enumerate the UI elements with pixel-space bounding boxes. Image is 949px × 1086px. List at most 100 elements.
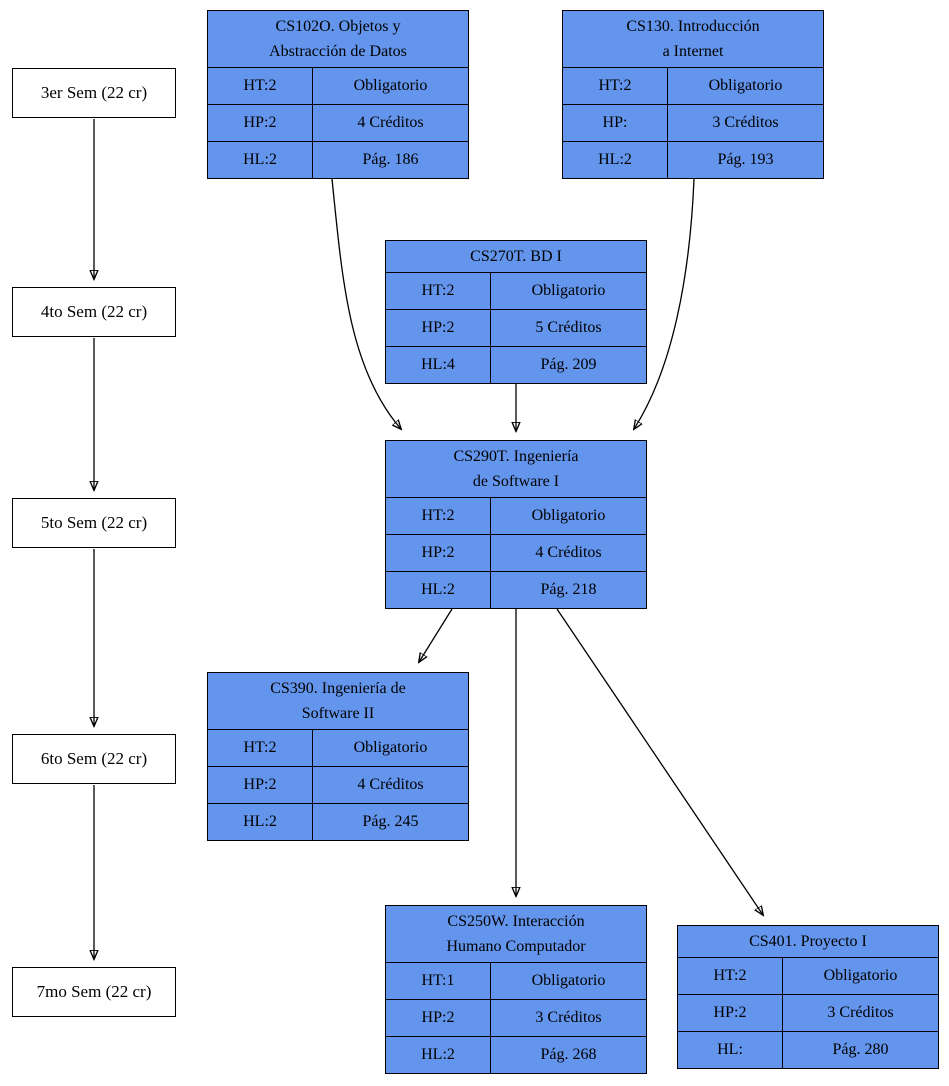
course-title-line: Humano Computador <box>446 938 586 955</box>
course-row: HT:2 Obligatorio <box>386 498 646 535</box>
course-title: CS290T. Ingeniería de Software I <box>386 441 646 498</box>
course-row: HL: Pág. 280 <box>678 1032 938 1068</box>
course-credits-cell: 4 Créditos <box>535 544 602 561</box>
course-card-cs102o: CS102O. Objetos y Abstracción de Datos H… <box>207 10 469 179</box>
course-hours-cell: HT:2 <box>208 730 313 766</box>
course-credits-cell: 4 Créditos <box>357 114 424 131</box>
course-card-cs390: CS390. Ingeniería de Software II HT:2 Ob… <box>207 672 469 841</box>
course-card-cs130: CS130. Introducción a Internet HT:2 Obli… <box>562 10 824 179</box>
course-title-line: a Internet <box>662 43 724 60</box>
course-title-line: CS270T. BD I <box>470 248 562 265</box>
course-page-cell: Pág. 245 <box>362 813 419 830</box>
course-row: HP: 3 Créditos <box>563 105 823 142</box>
course-hours-cell: HT:2 <box>386 273 491 309</box>
course-row: HP:2 3 Créditos <box>678 995 938 1032</box>
course-page-cell: Pág. 193 <box>717 151 774 168</box>
course-credits-cell: 3 Créditos <box>535 1009 602 1026</box>
course-title-line: Software II <box>301 705 375 722</box>
course-type-cell: Obligatorio <box>531 972 606 989</box>
semester-label: 3er Sem (22 cr) <box>40 83 148 102</box>
course-row: HL:2 Pág. 186 <box>208 142 468 178</box>
course-row: HT:2 Obligatorio <box>208 730 468 767</box>
course-title: CS390. Ingeniería de Software II <box>208 673 468 730</box>
course-credits-cell: 4 Créditos <box>357 776 424 793</box>
course-type-cell: Obligatorio <box>823 967 898 984</box>
course-hours-cell: HT:2 <box>386 498 491 534</box>
course-hours-cell: HP:2 <box>208 767 313 803</box>
course-credits-cell: 3 Créditos <box>827 1004 894 1021</box>
course-row: HL:4 Pág. 209 <box>386 347 646 383</box>
semester-box-5to: 5to Sem (22 cr) <box>12 498 176 548</box>
course-title: CS270T. BD I <box>386 241 646 273</box>
course-type-cell: Obligatorio <box>531 507 606 524</box>
course-row: HL:2 Pág. 193 <box>563 142 823 178</box>
course-title-line: Abstracción de Datos <box>269 43 407 60</box>
course-hours-cell: HT:2 <box>678 958 783 994</box>
course-row: HP:2 4 Créditos <box>208 105 468 142</box>
course-row: HP:2 5 Créditos <box>386 310 646 347</box>
course-hours-cell: HL:2 <box>208 142 313 178</box>
course-credits-cell: 5 Créditos <box>535 319 602 336</box>
course-row: HL:2 Pág. 268 <box>386 1037 646 1073</box>
semester-label: 5to Sem (22 cr) <box>40 513 148 532</box>
course-type-cell: Obligatorio <box>708 77 783 94</box>
course-hours-cell: HP:2 <box>386 310 491 346</box>
semester-label: 4to Sem (22 cr) <box>40 302 148 321</box>
course-type-cell: Obligatorio <box>353 77 428 94</box>
semester-label: 7mo Sem (22 cr) <box>36 982 152 1001</box>
course-hours-cell: HT:2 <box>563 68 668 104</box>
course-row: HT:2 Obligatorio <box>386 273 646 310</box>
course-row: HP:2 4 Créditos <box>208 767 468 804</box>
course-hours-cell: HP:2 <box>678 995 783 1031</box>
course-title-line: CS390. Ingeniería de <box>270 680 406 697</box>
edge-cs290t-cs401 <box>556 608 763 915</box>
course-page-cell: Pág. 186 <box>362 151 419 168</box>
course-card-cs270t: CS270T. BD I HT:2 Obligatorio HP:2 5 Cré… <box>385 240 647 384</box>
course-title-line: CS290T. Ingeniería <box>453 448 579 465</box>
course-page-cell: Pág. 268 <box>540 1046 597 1063</box>
course-row: HP:2 4 Créditos <box>386 535 646 572</box>
course-row: HT:2 Obligatorio <box>678 958 938 995</box>
course-title-line: CS401. Proyecto I <box>749 933 867 950</box>
course-row: HT:2 Obligatorio <box>208 68 468 105</box>
course-card-cs250w: CS250W. Interacción Humano Computador HT… <box>385 905 647 1074</box>
course-title-line: de Software I <box>472 473 560 490</box>
course-card-cs401: CS401. Proyecto I HT:2 Obligatorio HP:2 … <box>677 925 939 1069</box>
course-page-cell: Pág. 218 <box>540 581 597 598</box>
course-hours-cell: HL:2 <box>563 142 668 178</box>
course-card-cs290t: CS290T. Ingeniería de Software I HT:2 Ob… <box>385 440 647 609</box>
course-credits-cell: 3 Créditos <box>712 114 779 131</box>
course-title-line: CS102O. Objetos y <box>275 18 401 35</box>
course-row: HT:2 Obligatorio <box>563 68 823 105</box>
semester-box-4to: 4to Sem (22 cr) <box>12 287 176 337</box>
course-hours-cell: HL:2 <box>386 572 491 608</box>
course-row: HL:2 Pág. 218 <box>386 572 646 608</box>
course-hours-cell: HL:2 <box>208 804 313 840</box>
course-title: CS130. Introducción a Internet <box>563 11 823 68</box>
course-hours-cell: HP: <box>563 105 668 141</box>
course-page-cell: Pág. 280 <box>832 1041 889 1058</box>
course-hours-cell: HL:4 <box>386 347 491 383</box>
course-hours-cell: HT:2 <box>208 68 313 104</box>
semester-box-6to: 6to Sem (22 cr) <box>12 734 176 784</box>
course-title: CS250W. Interacción Humano Computador <box>386 906 646 963</box>
course-title: CS102O. Objetos y Abstracción de Datos <box>208 11 468 68</box>
course-hours-cell: HP:2 <box>386 535 491 571</box>
course-row: HP:2 3 Créditos <box>386 1000 646 1037</box>
course-page-cell: Pág. 209 <box>540 356 597 373</box>
course-type-cell: Obligatorio <box>353 739 428 756</box>
semester-box-7mo: 7mo Sem (22 cr) <box>12 967 176 1017</box>
course-title-line: CS250W. Interacción <box>447 913 585 930</box>
course-type-cell: Obligatorio <box>531 282 606 299</box>
course-title: CS401. Proyecto I <box>678 926 938 958</box>
course-title-line: CS130. Introducción <box>626 18 760 35</box>
course-hours-cell: HP:2 <box>386 1000 491 1036</box>
course-hours-cell: HL: <box>678 1032 783 1068</box>
semester-box-3er: 3er Sem (22 cr) <box>12 68 176 118</box>
semester-label: 6to Sem (22 cr) <box>40 749 148 768</box>
edge-cs290t-cs390 <box>419 608 453 662</box>
course-row: HL:2 Pág. 245 <box>208 804 468 840</box>
course-hours-cell: HL:2 <box>386 1037 491 1073</box>
course-hours-cell: HP:2 <box>208 105 313 141</box>
